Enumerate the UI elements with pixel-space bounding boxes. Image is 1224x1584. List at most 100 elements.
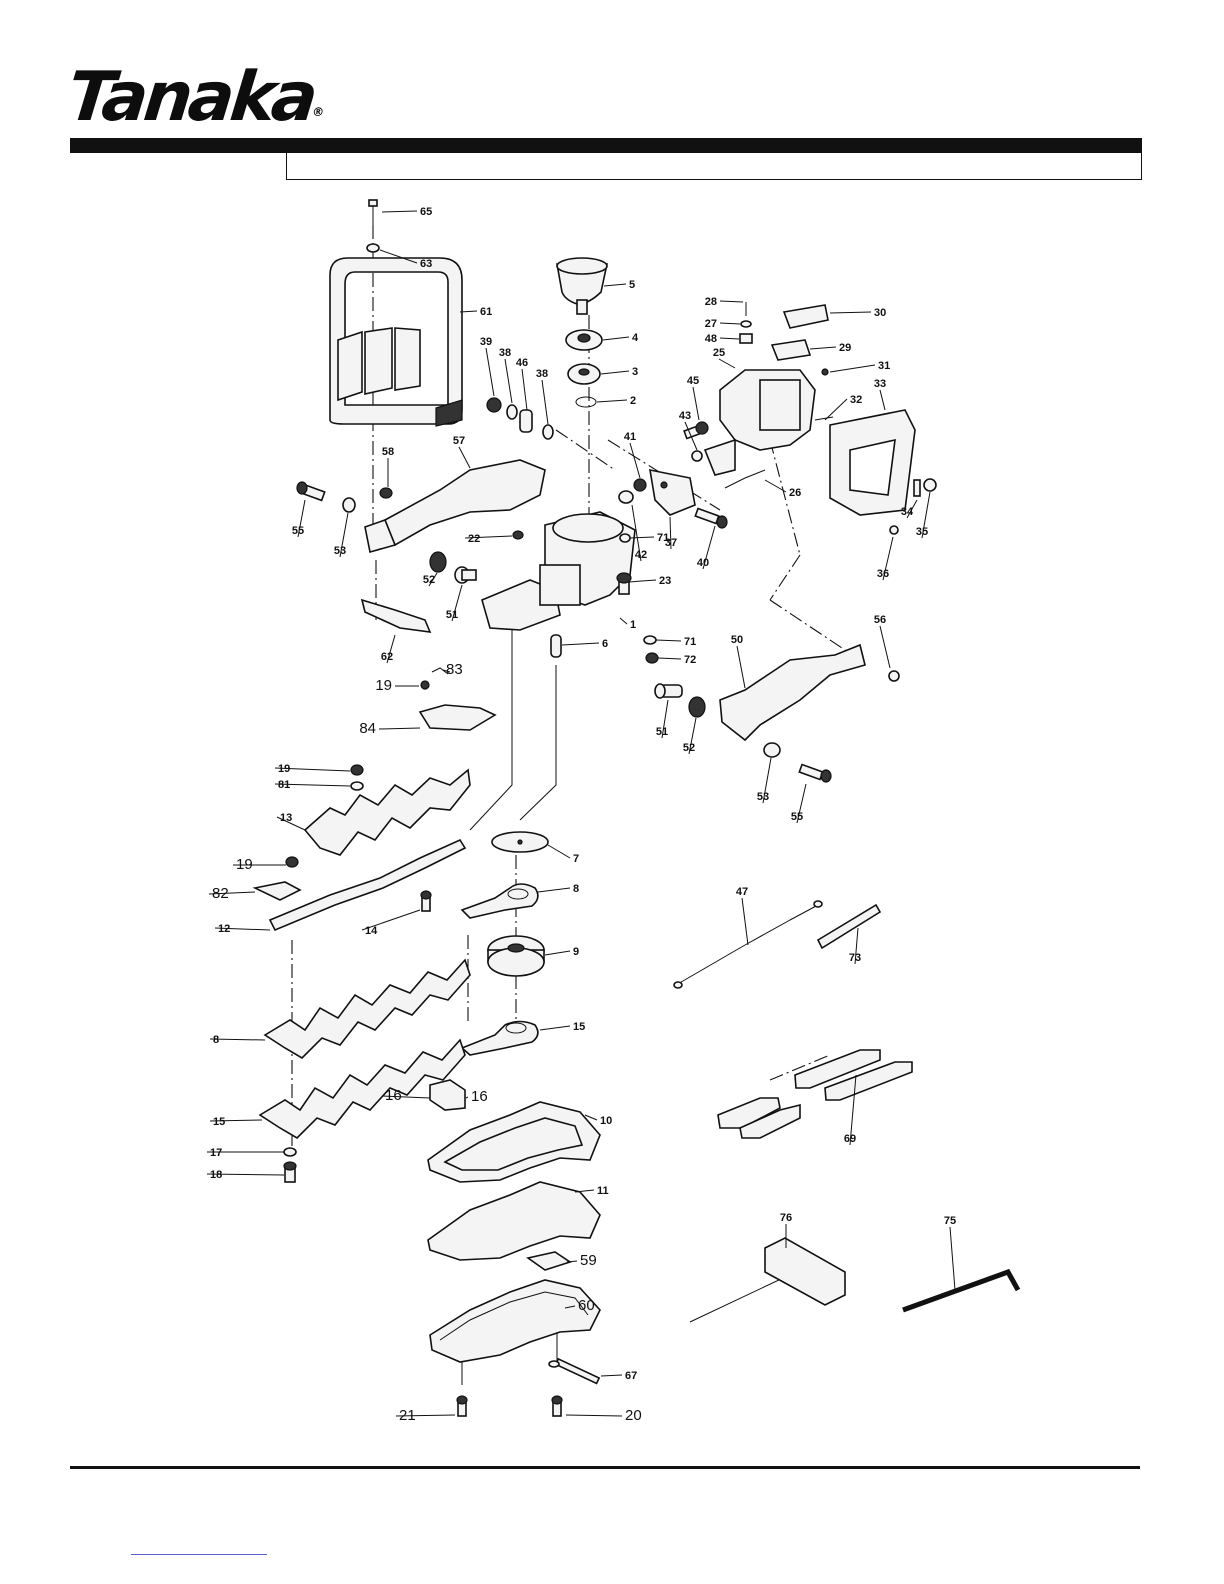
lockout-lever-30 (784, 305, 828, 328)
screw-21 (457, 1396, 467, 1416)
callout-label: 19 (375, 677, 392, 694)
callout-label: 42 (635, 549, 647, 561)
callout-19: 19 (275, 763, 350, 775)
callout-label: 30 (874, 307, 886, 319)
callout-label: 11 (597, 1185, 609, 1197)
callout-label: 52 (683, 742, 695, 754)
callout-72: 72 (658, 654, 696, 666)
clip-16 (430, 1080, 465, 1110)
callout-leader (629, 580, 656, 582)
callout-label: 20 (625, 1407, 642, 1424)
callout-39: 39 (480, 336, 494, 396)
callout-leader (720, 338, 739, 339)
callout-84: 84 (359, 720, 420, 737)
callout-7: 7 (548, 845, 579, 865)
callout-leader (601, 371, 629, 374)
pads-69 (718, 1050, 912, 1138)
callout-5: 5 (604, 279, 635, 291)
callout-35: 35 (916, 492, 930, 538)
callout-6: 6 (562, 638, 608, 650)
callout-label: 6 (602, 638, 608, 650)
callout-31: 31 (830, 360, 890, 372)
screw-34 (914, 480, 920, 496)
callout-leader (540, 1026, 570, 1030)
callout-label: 39 (480, 336, 492, 348)
callout-label: 69 (844, 1133, 856, 1145)
washer-81 (351, 782, 363, 790)
hex-key-75 (903, 1272, 1018, 1310)
callout-label: 82 (212, 885, 229, 902)
callout-leader (601, 1375, 622, 1376)
collar-46 (520, 410, 532, 432)
callout-label: 67 (625, 1370, 637, 1382)
callout-22: 22 (465, 533, 512, 545)
screw-20 (552, 1396, 562, 1416)
nut-19a (421, 681, 429, 689)
callout-leader (742, 898, 748, 945)
callout-38: 38 (536, 368, 548, 424)
callout-40: 40 (697, 526, 715, 569)
connecting-rod-8a (462, 884, 538, 918)
callout-leader (379, 728, 420, 729)
callout-9: 9 (545, 946, 579, 958)
handle-cover-50 (720, 645, 865, 740)
callout-label: 38 (499, 347, 511, 359)
callout-13: 13 (277, 812, 305, 830)
callout-33: 33 (874, 378, 886, 410)
callout-leader (720, 301, 743, 302)
callout-label: 1 (630, 619, 636, 631)
spring-26 (725, 470, 765, 488)
callout-label: 83 (446, 661, 463, 678)
screw-36 (890, 526, 898, 534)
callout-label: 55 (791, 811, 803, 823)
screw-56 (889, 671, 899, 681)
callout-52: 52 (683, 718, 696, 754)
callout-label: 13 (280, 812, 292, 824)
callout-23: 23 (629, 575, 671, 587)
washer-53a (343, 498, 355, 512)
callout-label: 60 (578, 1297, 595, 1314)
callout-label: 32 (850, 394, 862, 406)
gear-cover-60 (430, 1280, 600, 1362)
spring-52b (689, 697, 705, 717)
callout-leader (810, 347, 836, 349)
callout-71: 71 (630, 532, 669, 544)
callout-leader (719, 359, 735, 368)
callout-leader (656, 640, 681, 641)
callout-27: 27 (705, 318, 740, 330)
callout-21: 21 (396, 1407, 455, 1424)
callout-leader (737, 646, 745, 688)
callout-51: 51 (656, 700, 668, 738)
callout-53: 53 (757, 758, 771, 803)
bolt-58 (380, 488, 392, 498)
callout-leader (459, 447, 470, 468)
callout-label: 7 (573, 853, 579, 865)
callout-label: 51 (446, 609, 458, 621)
callout-12: 12 (215, 923, 270, 935)
callout-leader (880, 626, 890, 668)
callout-leader (486, 348, 494, 396)
callout-19: 19 (233, 856, 286, 873)
washer-38a (507, 405, 517, 419)
callout-3: 3 (601, 366, 638, 378)
callout-label: 65 (420, 206, 432, 218)
callout-label: 16 (471, 1088, 488, 1105)
callout-label: 16 (385, 1087, 402, 1104)
screw-65 (369, 200, 377, 225)
washer-17 (284, 1148, 296, 1156)
callout-71: 71 (656, 636, 696, 648)
nut-19b (351, 765, 363, 775)
callout-leader (597, 400, 627, 402)
callout-8: 8 (538, 883, 579, 895)
callout-leader (542, 380, 548, 424)
callout-55: 55 (791, 784, 806, 823)
callout-label: 41 (624, 431, 636, 443)
throttle-cam-37 (650, 470, 695, 515)
callout-leader (830, 365, 875, 372)
clutch-drum-5 (557, 258, 607, 314)
callout-50: 50 (731, 634, 745, 688)
callout-leader (630, 443, 640, 478)
callout-leader (548, 845, 570, 858)
nut-72 (646, 653, 658, 663)
